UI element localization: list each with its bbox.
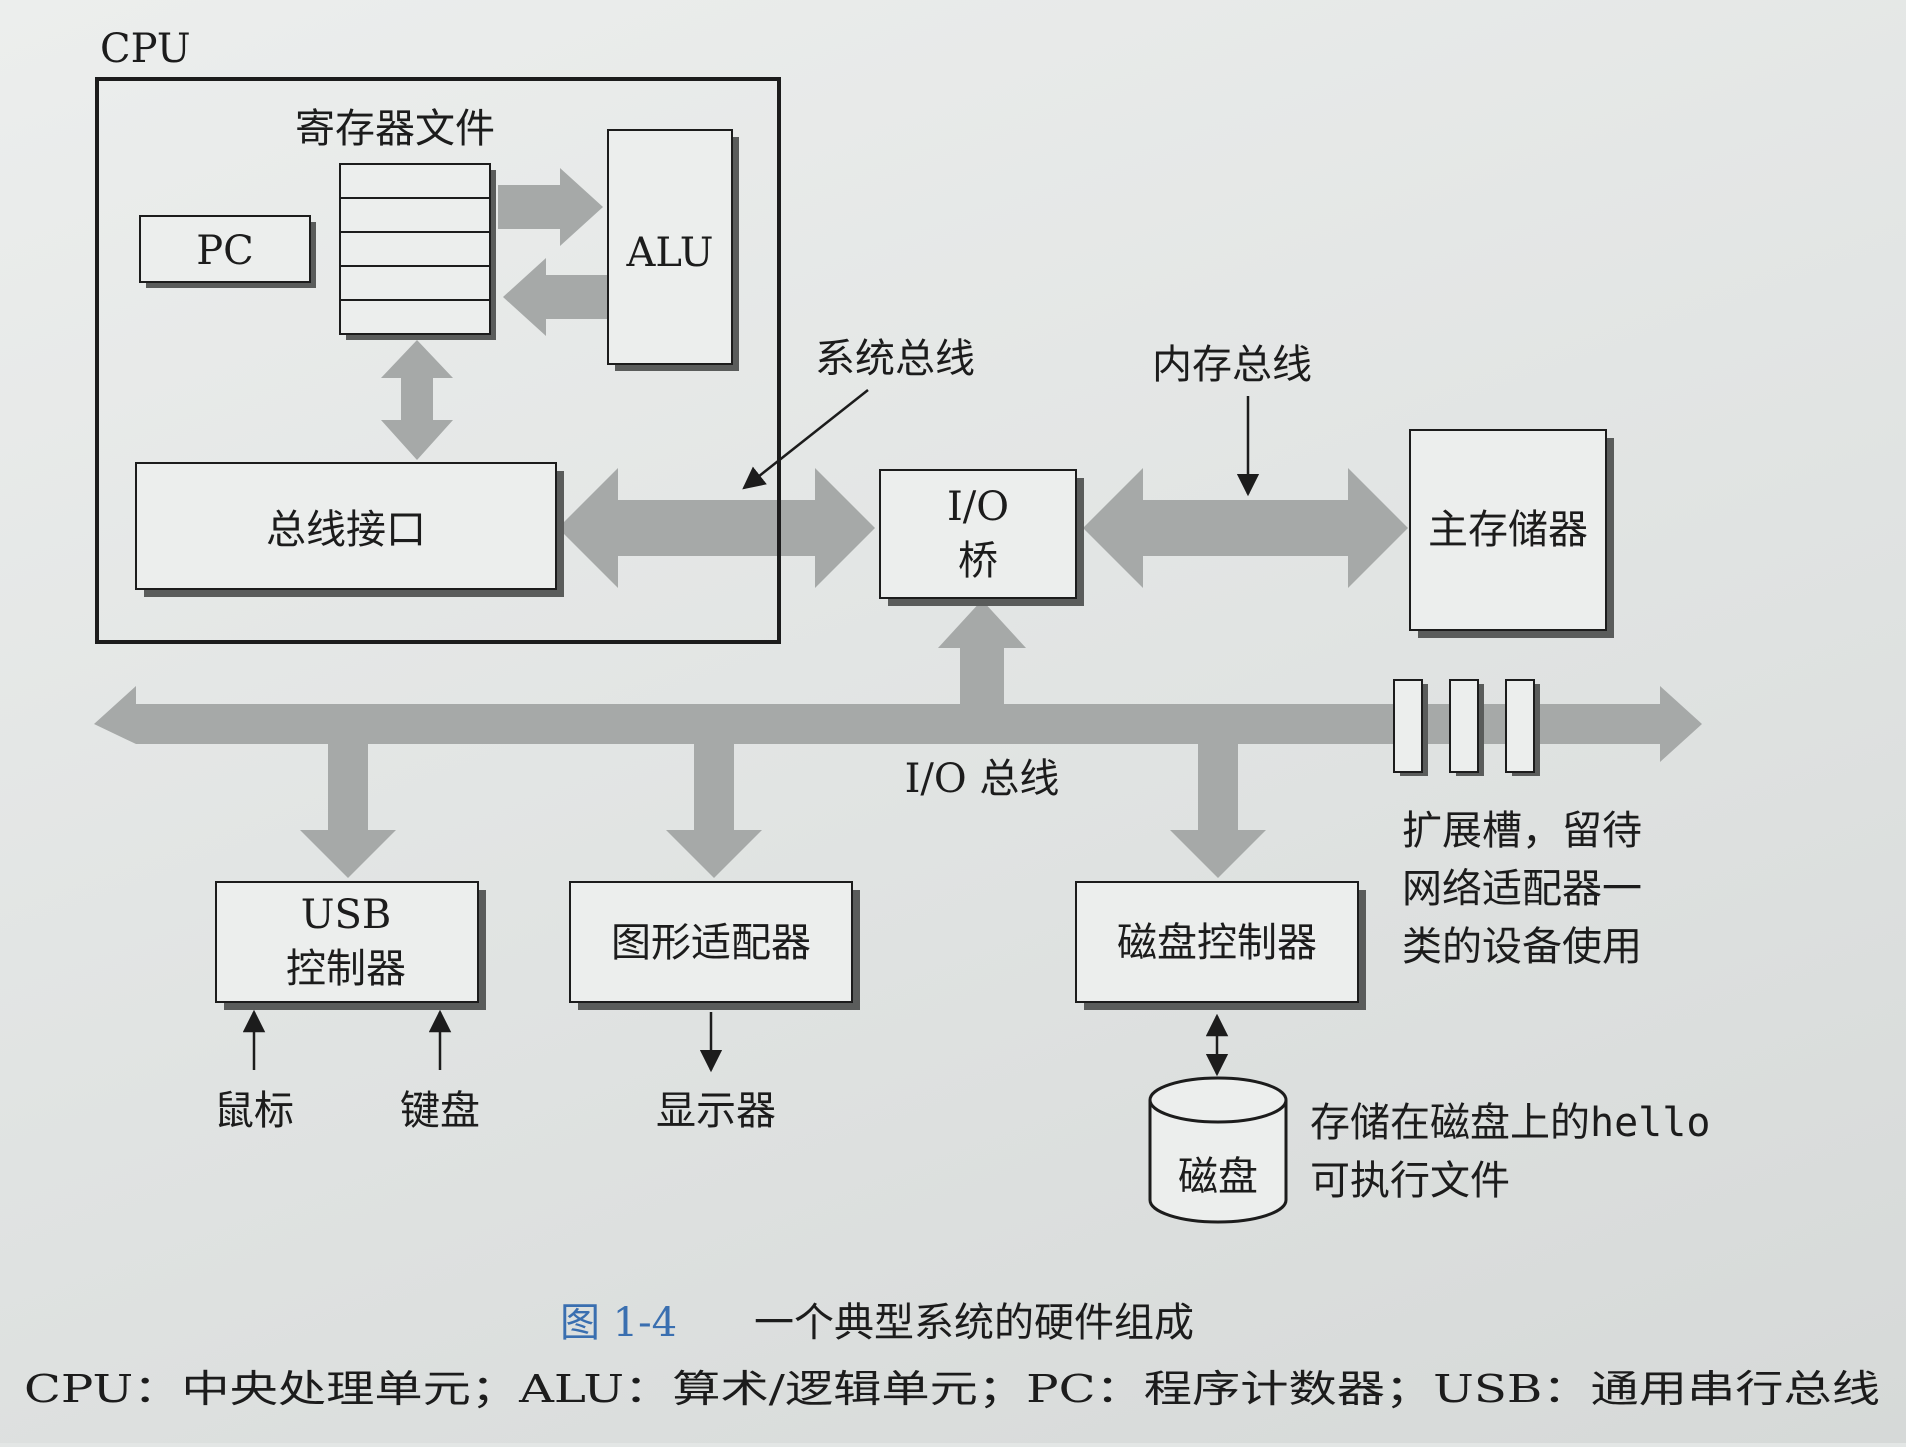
expansion-slots (1393, 679, 1540, 776)
io-bus-arrow (94, 686, 1702, 762)
register-file-label: 寄存器文件 (295, 106, 495, 152)
usb-branch-arrow (300, 744, 396, 878)
expansion-note-line2: 网络适配器一 (1402, 866, 1642, 912)
memory-bus-label: 内存总线 (1152, 342, 1312, 388)
main-memory-label: 主存储器 (1428, 507, 1588, 553)
disk-ctrl-branch-arrow (1170, 744, 1266, 878)
display-label: 显示器 (656, 1088, 776, 1134)
disk-cylinder (1148, 1076, 1288, 1224)
system-bus-arrow (558, 468, 875, 588)
alu-label: ALU (626, 230, 714, 276)
reg-bus-interface-arrow (381, 340, 453, 460)
graphics-adapter-label: 图形适配器 (611, 920, 811, 966)
system-bus-label: 系统总线 (815, 336, 975, 382)
keyboard-label: 键盘 (400, 1088, 480, 1134)
alu-to-reg-arrow (503, 258, 608, 336)
reg-to-alu-arrow (498, 168, 603, 246)
mouse-label: 鼠标 (214, 1088, 294, 1134)
system-bus-pointer (742, 389, 869, 490)
disk-label: 磁盘 (1178, 1154, 1258, 1200)
pc-label: PC (196, 228, 254, 274)
figure-number: 图 1-4 (560, 1300, 677, 1346)
memory-bus-arrow (1083, 468, 1408, 588)
main-memory-box (1409, 429, 1607, 631)
graphics-branch-arrow (666, 744, 762, 878)
pc-box (139, 215, 311, 283)
bridge-io-bus-arrow (938, 600, 1026, 704)
bus-graphics (94, 168, 1702, 878)
usb-controller-label-line2: 控制器 (286, 946, 406, 992)
cpu-label: CPU (100, 26, 191, 72)
io-bridge-label-line1: I/O (947, 484, 1009, 530)
disk-controller-box (1075, 881, 1359, 1003)
disk-note-filename: hello (1590, 1100, 1710, 1146)
cpu-box (95, 77, 781, 644)
register-file (339, 163, 496, 340)
figure-title: 一个典型系统的硬件组成 (754, 1300, 1194, 1346)
alu-box (607, 129, 733, 365)
bus-interface-label: 总线接口 (266, 507, 426, 553)
disk-note-line1: 存储在磁盘上的hello (1310, 1100, 1710, 1146)
disk-controller-label: 磁盘控制器 (1117, 920, 1317, 966)
figure-footnote: CPU：中央处理单元；ALU：算术/逻辑单元；PC：程序计数器；USB：通用串行… (24, 1367, 1880, 1411)
bus-interface-box (135, 462, 557, 590)
usb-controller-box (215, 881, 479, 1003)
disk-note-prefix: 存储在磁盘上的 (1310, 1100, 1590, 1146)
io-bus-label: I/O 总线 (905, 756, 1060, 802)
io-bridge-label-line2: 桥 (958, 538, 998, 584)
expansion-note-line3: 类的设备使用 (1402, 924, 1642, 970)
io-bridge-box (879, 469, 1077, 599)
usb-controller-label-line1: USB (301, 892, 392, 938)
expansion-note-line1: 扩展槽，留待 (1402, 808, 1642, 854)
disk-note-line2: 可执行文件 (1310, 1158, 1510, 1204)
graphics-adapter-box (569, 881, 853, 1003)
